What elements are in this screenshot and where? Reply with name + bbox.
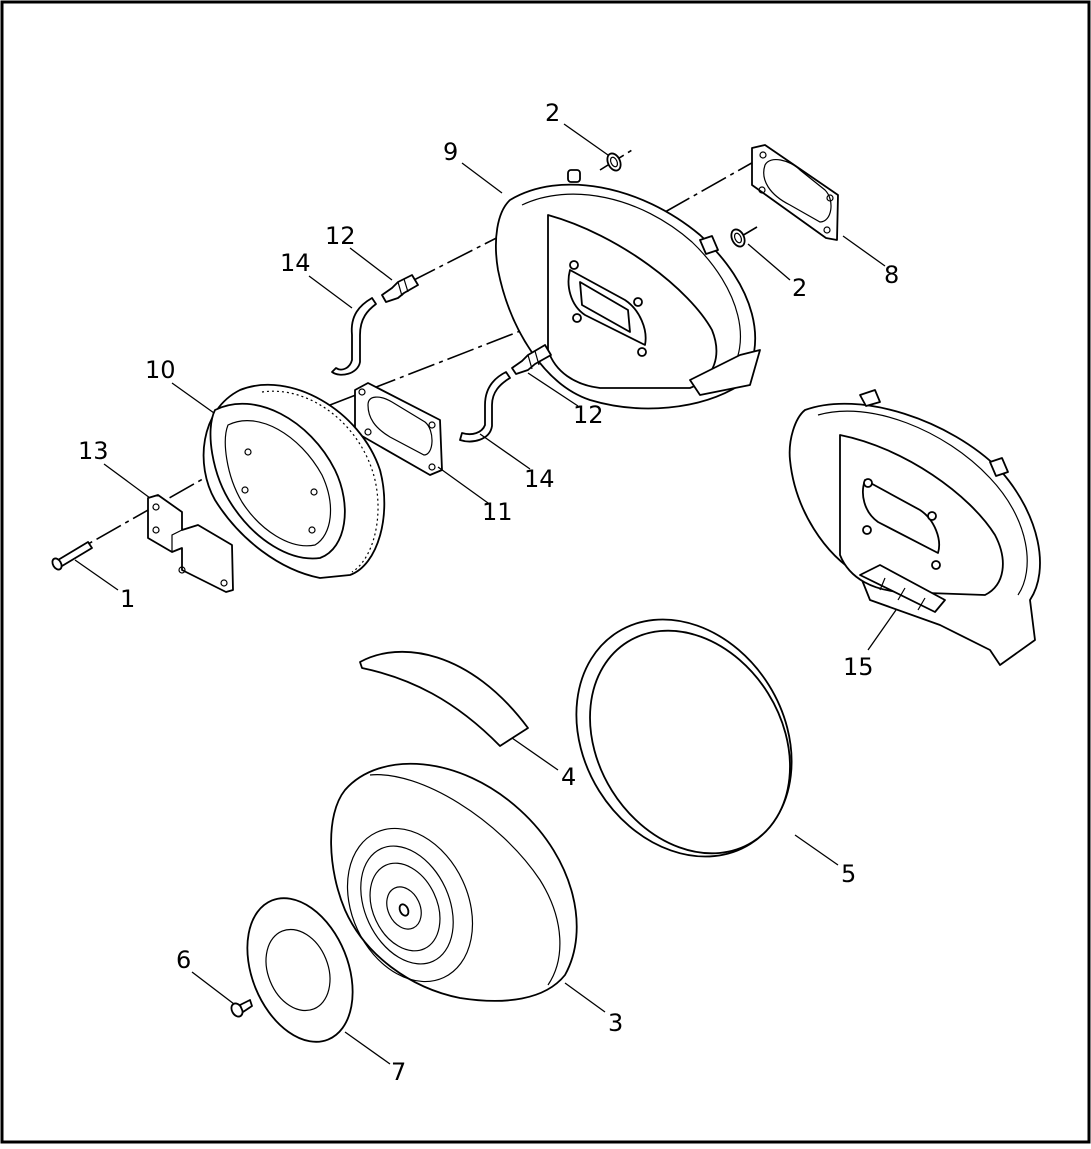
label-part-14-mid: 14: [524, 465, 555, 493]
air-cleaner-cover-part-3: [330, 763, 578, 1002]
breather-hose-part-14-mid: [459, 371, 511, 443]
label-part-8: 8: [884, 261, 899, 289]
trim-strip-part-4: [359, 651, 529, 747]
label-part-1: 1: [120, 585, 135, 613]
label-part-10: 10: [145, 356, 176, 384]
backplate-part-9: [495, 169, 761, 410]
label-part-12-mid: 12: [573, 401, 604, 429]
label-part-9: 9: [443, 138, 458, 166]
air-filter-part-10: [202, 383, 386, 579]
bracket-part-13: [147, 494, 234, 593]
label-part-12-top: 12: [325, 222, 356, 250]
label-part-4: 4: [561, 763, 576, 791]
washer-part-2-mid: [730, 228, 746, 248]
label-part-15: 15: [843, 653, 874, 681]
washer-part-2-top: [606, 152, 622, 172]
cover-ring-part-5: [575, 618, 793, 858]
breather-hose-part-14-top: [331, 297, 377, 376]
bolt-part-1: [51, 541, 93, 571]
label-part-14-top: 14: [280, 249, 311, 277]
breather-fitting-part-12-top: [381, 274, 419, 303]
leader-lines: [74, 123, 897, 1065]
label-part-13: 13: [78, 437, 109, 465]
label-part-2-top: 2: [545, 99, 560, 127]
gasket-part-8: [751, 144, 839, 241]
label-part-6: 6: [176, 946, 191, 974]
breather-fitting-part-12-mid: [511, 344, 552, 375]
backplate-assembly-part-15: [788, 389, 1041, 666]
label-part-7: 7: [391, 1058, 406, 1086]
cover-insert-part-7: [246, 897, 354, 1043]
label-part-3: 3: [608, 1009, 623, 1037]
label-part-5: 5: [841, 860, 856, 888]
label-part-11: 11: [482, 498, 513, 526]
label-part-2-mid: 2: [792, 274, 807, 302]
callout-labels: 1 2 2 3 4 5 6 7 8 9 10 11 12 12 13 14 14…: [78, 99, 899, 1086]
